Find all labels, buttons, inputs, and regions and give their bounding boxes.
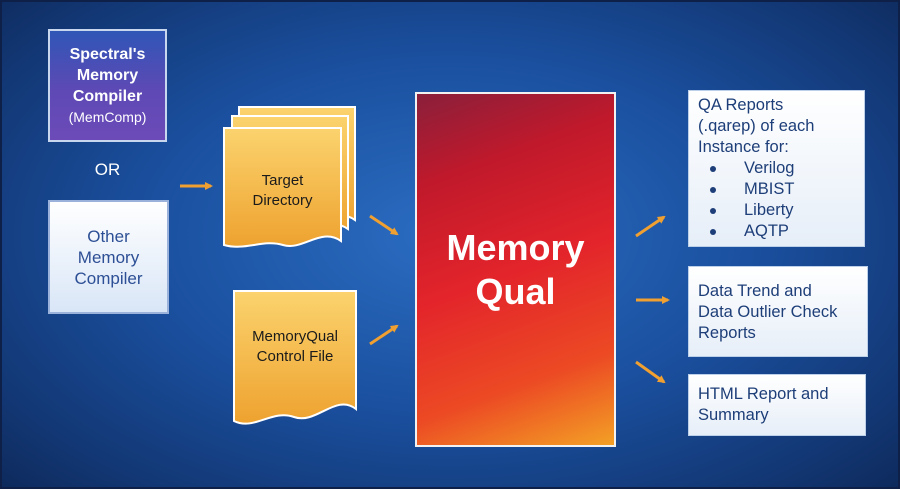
target-directory-label: Target Directory [252, 172, 313, 209]
bullet-icon [710, 207, 716, 214]
list-item-label: AQTP [744, 222, 789, 240]
qa-reports-heading: QA Reports (.qarep) of each Instance for… [698, 96, 815, 156]
list-item-label: Verilog [744, 159, 795, 177]
spectral-memory-compiler-box: Spectral's Memory Compiler (MemComp) [48, 29, 167, 142]
list-item: Liberty [698, 200, 855, 221]
bullet-icon [710, 228, 716, 235]
list-item: Verilog [698, 158, 855, 179]
bullet-icon [710, 165, 716, 172]
html-report-box: HTML Report and Summary [688, 374, 866, 436]
qa-reports-box: QA Reports (.qarep) of each Instance for… [688, 90, 865, 247]
arrow-memoryqual-to-html-report [635, 360, 666, 384]
arrow-target-to-memoryqual [369, 214, 399, 236]
list-item-label: Liberty [744, 201, 794, 219]
control-file-label: MemoryQual Control File [252, 328, 338, 365]
list-item: AQTP [698, 221, 855, 242]
html-report-label: HTML Report and Summary [698, 385, 829, 424]
memory-qual-title: Memory Qual [446, 226, 585, 312]
list-item-label: MBIST [744, 180, 795, 198]
document-page [233, 290, 357, 425]
target-directory-document-stack [223, 106, 356, 248]
memcomp-subtitle: (MemComp) [68, 109, 147, 125]
list-item: MBIST [698, 179, 855, 200]
spectral-memory-compiler-title: Spectral's Memory Compiler [69, 46, 146, 105]
data-trend-reports-box: Data Trend and Data Outlier Check Report… [688, 266, 868, 357]
document-page-front [223, 127, 342, 248]
arrow-control-to-memoryqual [369, 324, 399, 346]
or-label: OR [94, 160, 121, 179]
bullet-icon [710, 186, 716, 193]
control-file-document [233, 290, 357, 425]
qa-reports-list: Verilog MBIST Liberty AQTP [698, 158, 855, 242]
other-memory-compiler-box: Other Memory Compiler [48, 200, 169, 314]
data-trend-reports-label: Data Trend and Data Outlier Check Report… [698, 282, 838, 342]
memory-qual-block: Memory Qual [415, 92, 616, 447]
arrow-memoryqual-to-qa-reports [635, 215, 666, 238]
